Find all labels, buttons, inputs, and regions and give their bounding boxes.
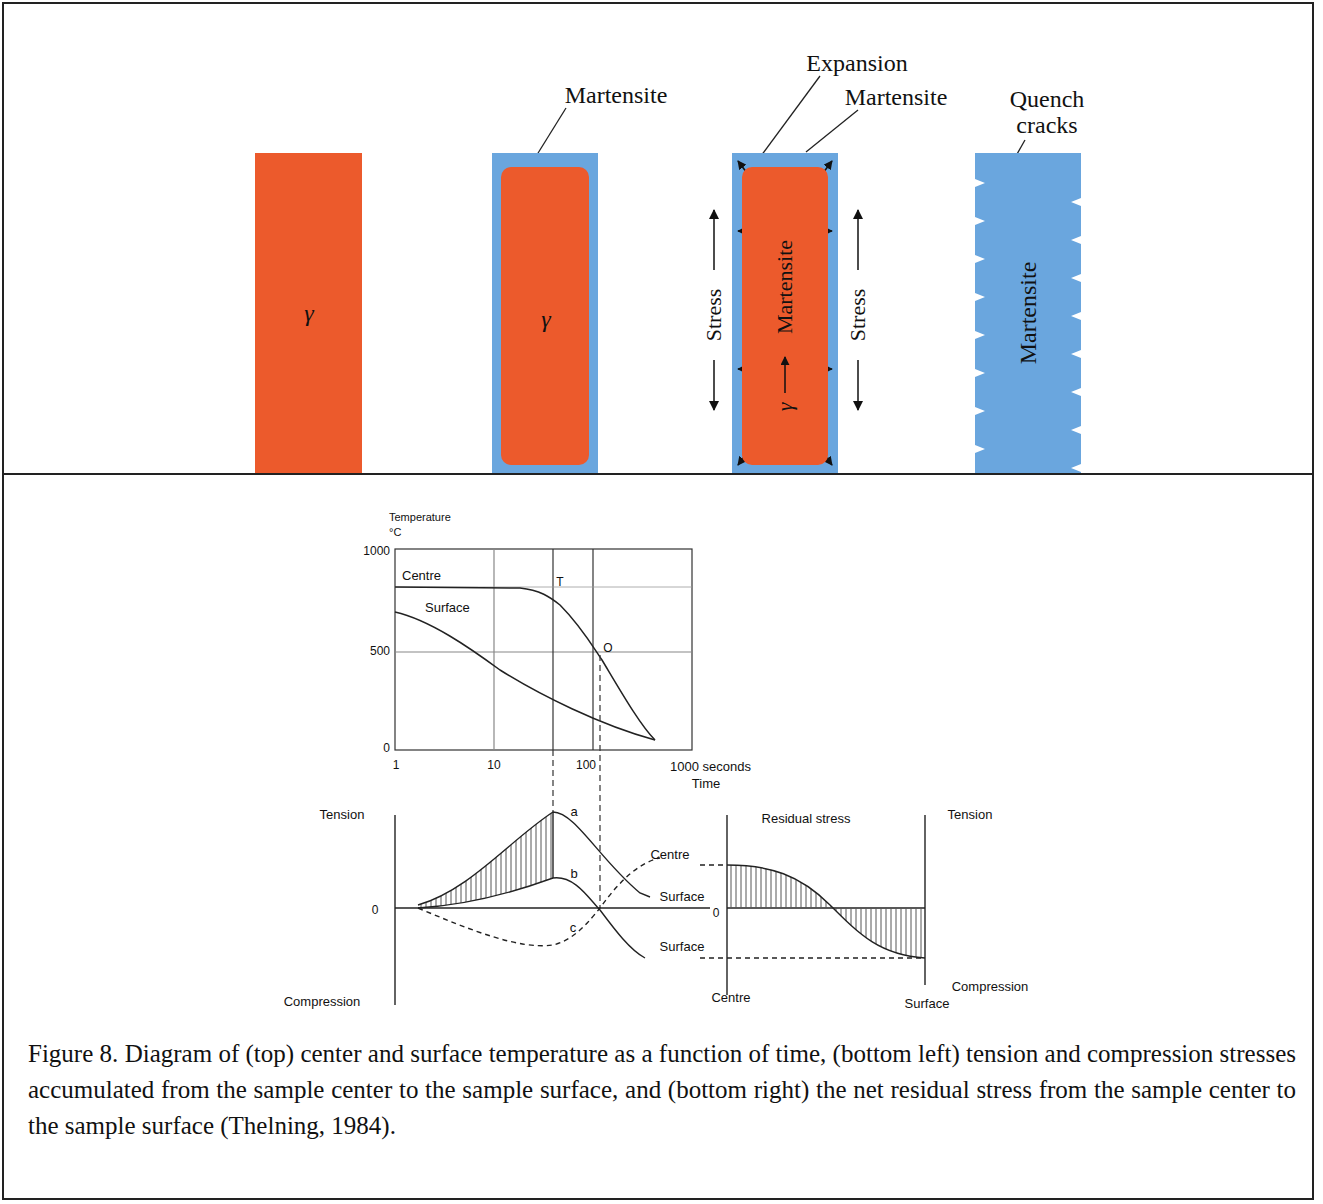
stress-chart: [395, 812, 710, 1005]
bar-label: γ: [304, 300, 313, 326]
chart-label: 500: [370, 645, 390, 658]
chart-label: Compression: [952, 980, 1029, 994]
chart-label: 100: [576, 759, 596, 772]
chart-label: Tension: [320, 808, 365, 822]
bar-label: γ: [541, 306, 550, 332]
chart-label: Centre: [711, 991, 750, 1005]
figure-caption: Figure 8. Diagram of (top) center and su…: [28, 1036, 1296, 1144]
steel-bar: Martensiteγ: [492, 153, 598, 473]
temperature-chart: [395, 549, 692, 908]
steel-bar: γ: [255, 153, 362, 473]
chart-label: Temperature: [389, 511, 451, 523]
chart-label: 1: [393, 759, 400, 772]
bar-label: Martensite: [565, 82, 668, 108]
callout-label: Quench cracks: [992, 86, 1102, 139]
chart-label: b: [570, 867, 577, 881]
austenite-core: γ Martensite: [742, 167, 828, 465]
chart-label: Surface: [905, 997, 950, 1011]
callout-label: Expansion: [806, 50, 907, 76]
callout-label: Stress: [846, 286, 870, 345]
bar-label: Martensite: [1015, 262, 1041, 365]
divider: [3, 473, 1313, 475]
chart-label: Surface: [660, 890, 705, 904]
chart-label: Centre: [402, 569, 441, 583]
chart-label: 10: [487, 759, 500, 772]
chart-label: 0: [713, 907, 720, 920]
chart-label: °C: [389, 526, 401, 538]
chart-label: 0: [383, 742, 390, 755]
callout-label: Stress: [702, 286, 726, 345]
bar-label: Martensite: [845, 84, 948, 110]
chart-label: Surface: [660, 940, 705, 954]
bar-label: γ: [773, 403, 797, 412]
bar-label: Martensite: [773, 240, 797, 334]
austenite-core: γ: [501, 167, 589, 465]
chart-label: O: [603, 642, 612, 655]
chart-label: 0: [372, 904, 379, 917]
chart-label: Surface: [425, 601, 470, 615]
chart-label: Compression: [284, 995, 361, 1009]
chart-label: 1000 seconds: [670, 760, 751, 774]
chart-label: T: [556, 576, 563, 589]
chart-label: Tension: [948, 808, 993, 822]
steel-bar: Martensiteγ Martensite: [732, 153, 838, 473]
chart-label: a: [570, 805, 577, 819]
chart-label: 1000: [363, 545, 390, 558]
frame: [3, 3, 1313, 1199]
residual-chart: [700, 815, 925, 995]
chart-label: Centre: [650, 848, 689, 862]
steel-bar: Martensite: [975, 153, 1081, 473]
chart-label: Time: [692, 777, 720, 791]
chart-label: Residual stress: [762, 812, 851, 826]
chart-label: c: [570, 921, 577, 935]
